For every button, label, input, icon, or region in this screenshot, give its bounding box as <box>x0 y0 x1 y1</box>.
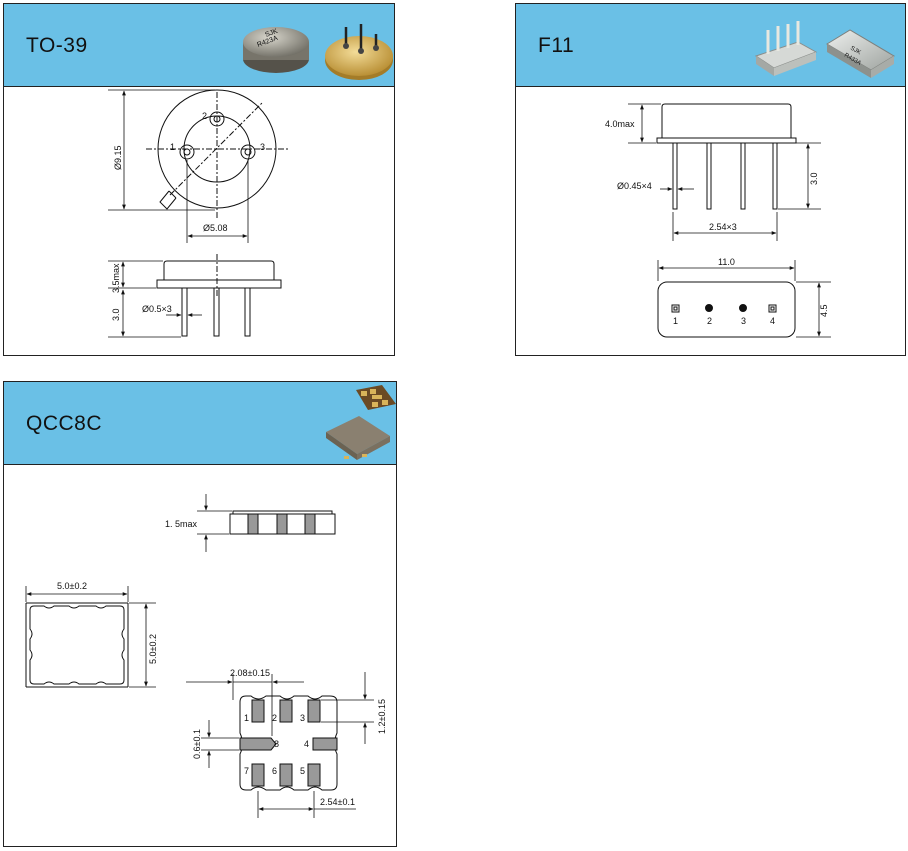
qcc8c-photo-top <box>326 416 390 460</box>
qcc8c-pin-label-2: 2 <box>272 713 277 723</box>
qcc8c-title: QCC8C <box>26 412 103 435</box>
qcc8c-dim-pad-len: 1.2±0.15 <box>377 699 387 734</box>
to39-pin-label-3: 3 <box>260 142 265 152</box>
f11-pin-label-4: 4 <box>770 316 775 326</box>
f11-photo-can: SJK R433A <box>826 29 895 78</box>
qcc8c-side-view <box>229 510 336 535</box>
to39-title: TO-39 <box>26 34 88 57</box>
to39-dim-dia: Ø9.15 <box>113 145 123 170</box>
to39-top-view <box>146 89 288 218</box>
qcc8c-panel: QCC8C <box>3 381 397 847</box>
f11-photo-mark-1: SJK <box>849 46 862 57</box>
to39-dim-lead: 3.0 <box>111 308 121 321</box>
qcc8c-pin-label-6: 6 <box>272 766 277 776</box>
qcc8c-dim-width: 5.0±0.2 <box>57 581 87 591</box>
to39-dim-height: 3.5max <box>111 263 121 293</box>
qcc8c-dim-height: 1. 5max <box>165 519 198 529</box>
qcc8c-bottom-view <box>239 695 338 791</box>
qcc8c-dim-length: 5.0±0.2 <box>148 634 158 664</box>
f11-dim-lead-dia: Ø0.45×4 <box>617 181 652 191</box>
f11-dim-width: 11.0 <box>718 257 735 267</box>
qcc8c-top-view <box>25 602 129 688</box>
to39-side-view <box>156 254 282 337</box>
qcc8c-pin-label-8: 8 <box>274 739 279 749</box>
qcc8c-pin-label-5: 5 <box>300 766 305 776</box>
qcc8c-dim-pitch: 2.54±0.1 <box>320 797 355 807</box>
f11-panel: F11 SJK R433A <box>515 3 906 356</box>
f11-drawing: SJK R433A 4.0max 3.0 Ø0.45×4 <box>605 21 895 338</box>
to39-header: TO-39 <box>4 4 394 87</box>
qcc8c-pin-label-4: 4 <box>304 739 309 749</box>
f11-photo-pins <box>754 21 818 76</box>
to39-dim-pitch: Ø5.08 <box>203 223 228 233</box>
f11-dim-lead: 3.0 <box>809 172 819 185</box>
to39-pin-label-2: 2 <box>202 111 207 121</box>
f11-dim-pitch: 2.54×3 <box>709 222 737 232</box>
f11-title: F11 <box>538 34 575 57</box>
qcc8c-drawing: 1. 5max 5.0±0.2 5.0±0.2 1 <box>25 385 396 818</box>
f11-bottom-view <box>657 281 796 338</box>
to39-photo-can: SJK R423A <box>243 27 309 73</box>
to39-photo-base <box>325 24 393 80</box>
qcc8c-photo-bottom <box>356 385 396 410</box>
to39-pin-label-1: 1 <box>170 142 175 152</box>
f11-dim-height: 4.0max <box>605 119 635 129</box>
to39-panel: TO-39 SJK R423A <box>3 3 395 356</box>
f11-pin-label-3: 3 <box>741 316 746 326</box>
to39-photo-mark-1: SJK <box>264 28 279 39</box>
qcc8c-pin-label-7: 7 <box>244 766 249 776</box>
to39-drawing: SJK R423A 2 1 3 <box>108 24 393 338</box>
qcc8c-header: QCC8C <box>4 382 396 465</box>
f11-pin-label-1: 1 <box>673 316 678 326</box>
f11-pin-label-2: 2 <box>707 316 712 326</box>
qcc8c-dim-pad-pitch: 2.08±0.15 <box>230 668 270 678</box>
qcc8c-dim-pad-w: 0.6±0.1 <box>192 729 202 759</box>
f11-dim-depth: 4.5 <box>819 304 829 317</box>
qcc8c-pin-label-3: 3 <box>300 713 305 723</box>
qcc8c-pin-label-1: 1 <box>244 713 249 723</box>
f11-side-view <box>656 103 797 210</box>
to39-dim-lead-dia: Ø0.5×3 <box>142 304 172 314</box>
